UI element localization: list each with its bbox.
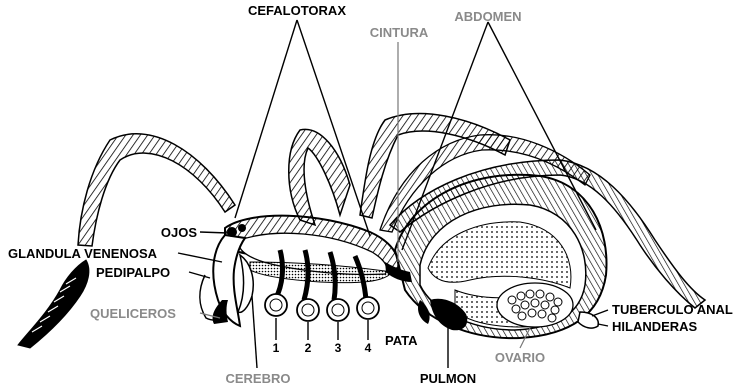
label-glandula-venenosa: GLANDULA VENENOSA: [8, 246, 158, 261]
label-cefalotorax: CEFALOTORAX: [248, 3, 346, 18]
label-cerebro: CEREBRO: [225, 371, 290, 386]
label-ojos: OJOS: [161, 225, 197, 240]
label-pata: PATA: [385, 333, 418, 348]
ovary: [497, 283, 573, 327]
label-pulmon: PULMON: [420, 371, 476, 386]
legs: [78, 114, 705, 308]
label-cintura: CINTURA: [370, 25, 429, 40]
label-pedipalpo: PEDIPALPO: [96, 265, 170, 280]
label-queliceros: QUELICEROS: [90, 306, 176, 321]
leg-bases: [265, 294, 379, 321]
label-abdomen: ABDOMEN: [454, 9, 521, 24]
label-hilanderas: HILANDERAS: [612, 319, 698, 334]
mouthparts: [200, 224, 253, 326]
label-leg-2: 2: [305, 341, 312, 355]
label-leg-3: 3: [335, 341, 342, 355]
label-ovario: OVARIO: [495, 350, 545, 365]
venom-gland-detail: [18, 260, 89, 348]
label-tuberculo-anal: TUBERCULO ANAL: [612, 302, 733, 317]
eyes: [227, 227, 237, 237]
label-leg-1: 1: [273, 341, 280, 355]
label-leg-4: 4: [365, 341, 372, 355]
